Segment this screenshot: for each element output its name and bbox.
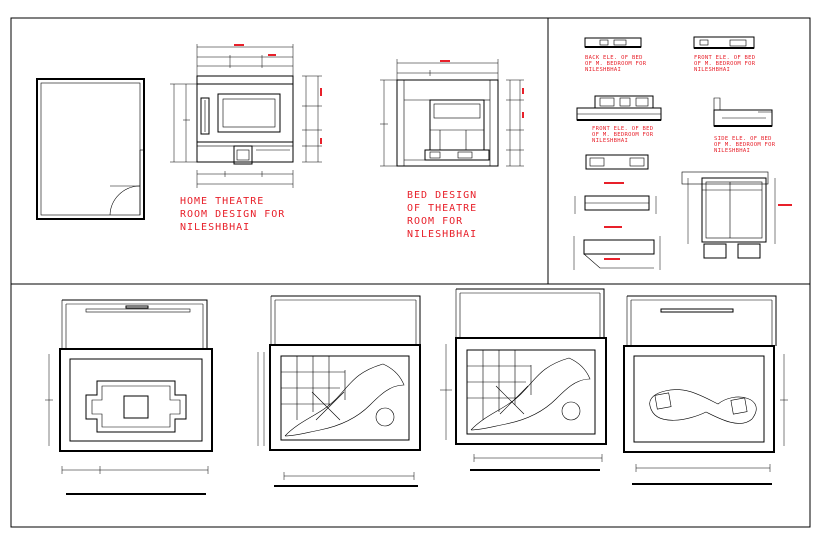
home-theatre-elevation (170, 44, 322, 188)
bed-design-elevation (380, 59, 524, 167)
side-elevation-label-line: NILESHBHAI (714, 148, 750, 154)
ceiling-plan-4 (623, 295, 788, 485)
sheet-frame (10, 17, 811, 528)
front-elevation-mid-label-line: OF M. BEDROOM FOR (592, 132, 654, 138)
bed-design-title-line: BED DESIGN (407, 190, 477, 201)
bed-design-title-line: NILESHBHAI (407, 229, 477, 240)
bed-section-details (573, 154, 661, 270)
bed-design-title-line: OF THEATRE (407, 203, 477, 214)
home-theatre-title: HOME THEATRE ROOM DESIGN FOR NILESHBHAI (180, 196, 285, 233)
ceiling-plan-3 (440, 288, 607, 471)
room-plan (36, 78, 145, 220)
ceiling-plan-1 (45, 299, 213, 495)
front-elevation-mid-label-line: FRONT ELE. OF BED (592, 126, 653, 132)
front-elevation-top-label-line: NILESHBHAI (694, 67, 730, 73)
home-theatre-title-line: NILESHBHAI (180, 222, 250, 233)
side-elevation-label-line: OF M. BEDROOM FOR (714, 142, 776, 148)
front-elevation-top-drawing (693, 36, 755, 49)
back-elevation-drawing (584, 37, 642, 48)
side-elevation-label-line: SIDE ELE. OF BED (714, 136, 772, 142)
home-theatre-title-line: HOME THEATRE (180, 196, 264, 207)
front-elevation-top-label: FRONT ELE. OF BED OF M. BEDROOM FOR NILE… (694, 55, 756, 73)
front-elevation-top-label-line: FRONT ELE. OF BED (694, 55, 755, 61)
front-elevation-mid-label-line: NILESHBHAI (592, 138, 628, 144)
bed-plan (681, 171, 792, 259)
home-theatre-title-line: ROOM DESIGN FOR (180, 209, 285, 220)
front-elevation-top-label-line: OF M. BEDROOM FOR (694, 61, 756, 67)
bed-design-title-line: ROOM FOR (407, 216, 463, 227)
back-elevation-label-line: NILESHBHAI (585, 67, 621, 73)
back-elevation-label-line: OF M. BEDROOM FOR (585, 61, 647, 67)
bed-design-title: BED DESIGN OF THEATRE ROOM FOR NILESHBHA… (407, 190, 477, 240)
front-elevation-mid-label: FRONT ELE. OF BED OF M. BEDROOM FOR NILE… (592, 126, 654, 144)
ceiling-plan-2 (257, 295, 421, 487)
back-elevation-label: BACK ELE. OF BED OF M. BEDROOM FOR NILES… (585, 55, 647, 73)
front-elevation-mid-drawing (576, 95, 662, 121)
back-elevation-label-line: BACK ELE. OF BED (585, 55, 643, 61)
side-elevation-drawing (713, 97, 773, 127)
side-elevation-label: SIDE ELE. OF BED OF M. BEDROOM FOR NILES… (714, 136, 776, 154)
